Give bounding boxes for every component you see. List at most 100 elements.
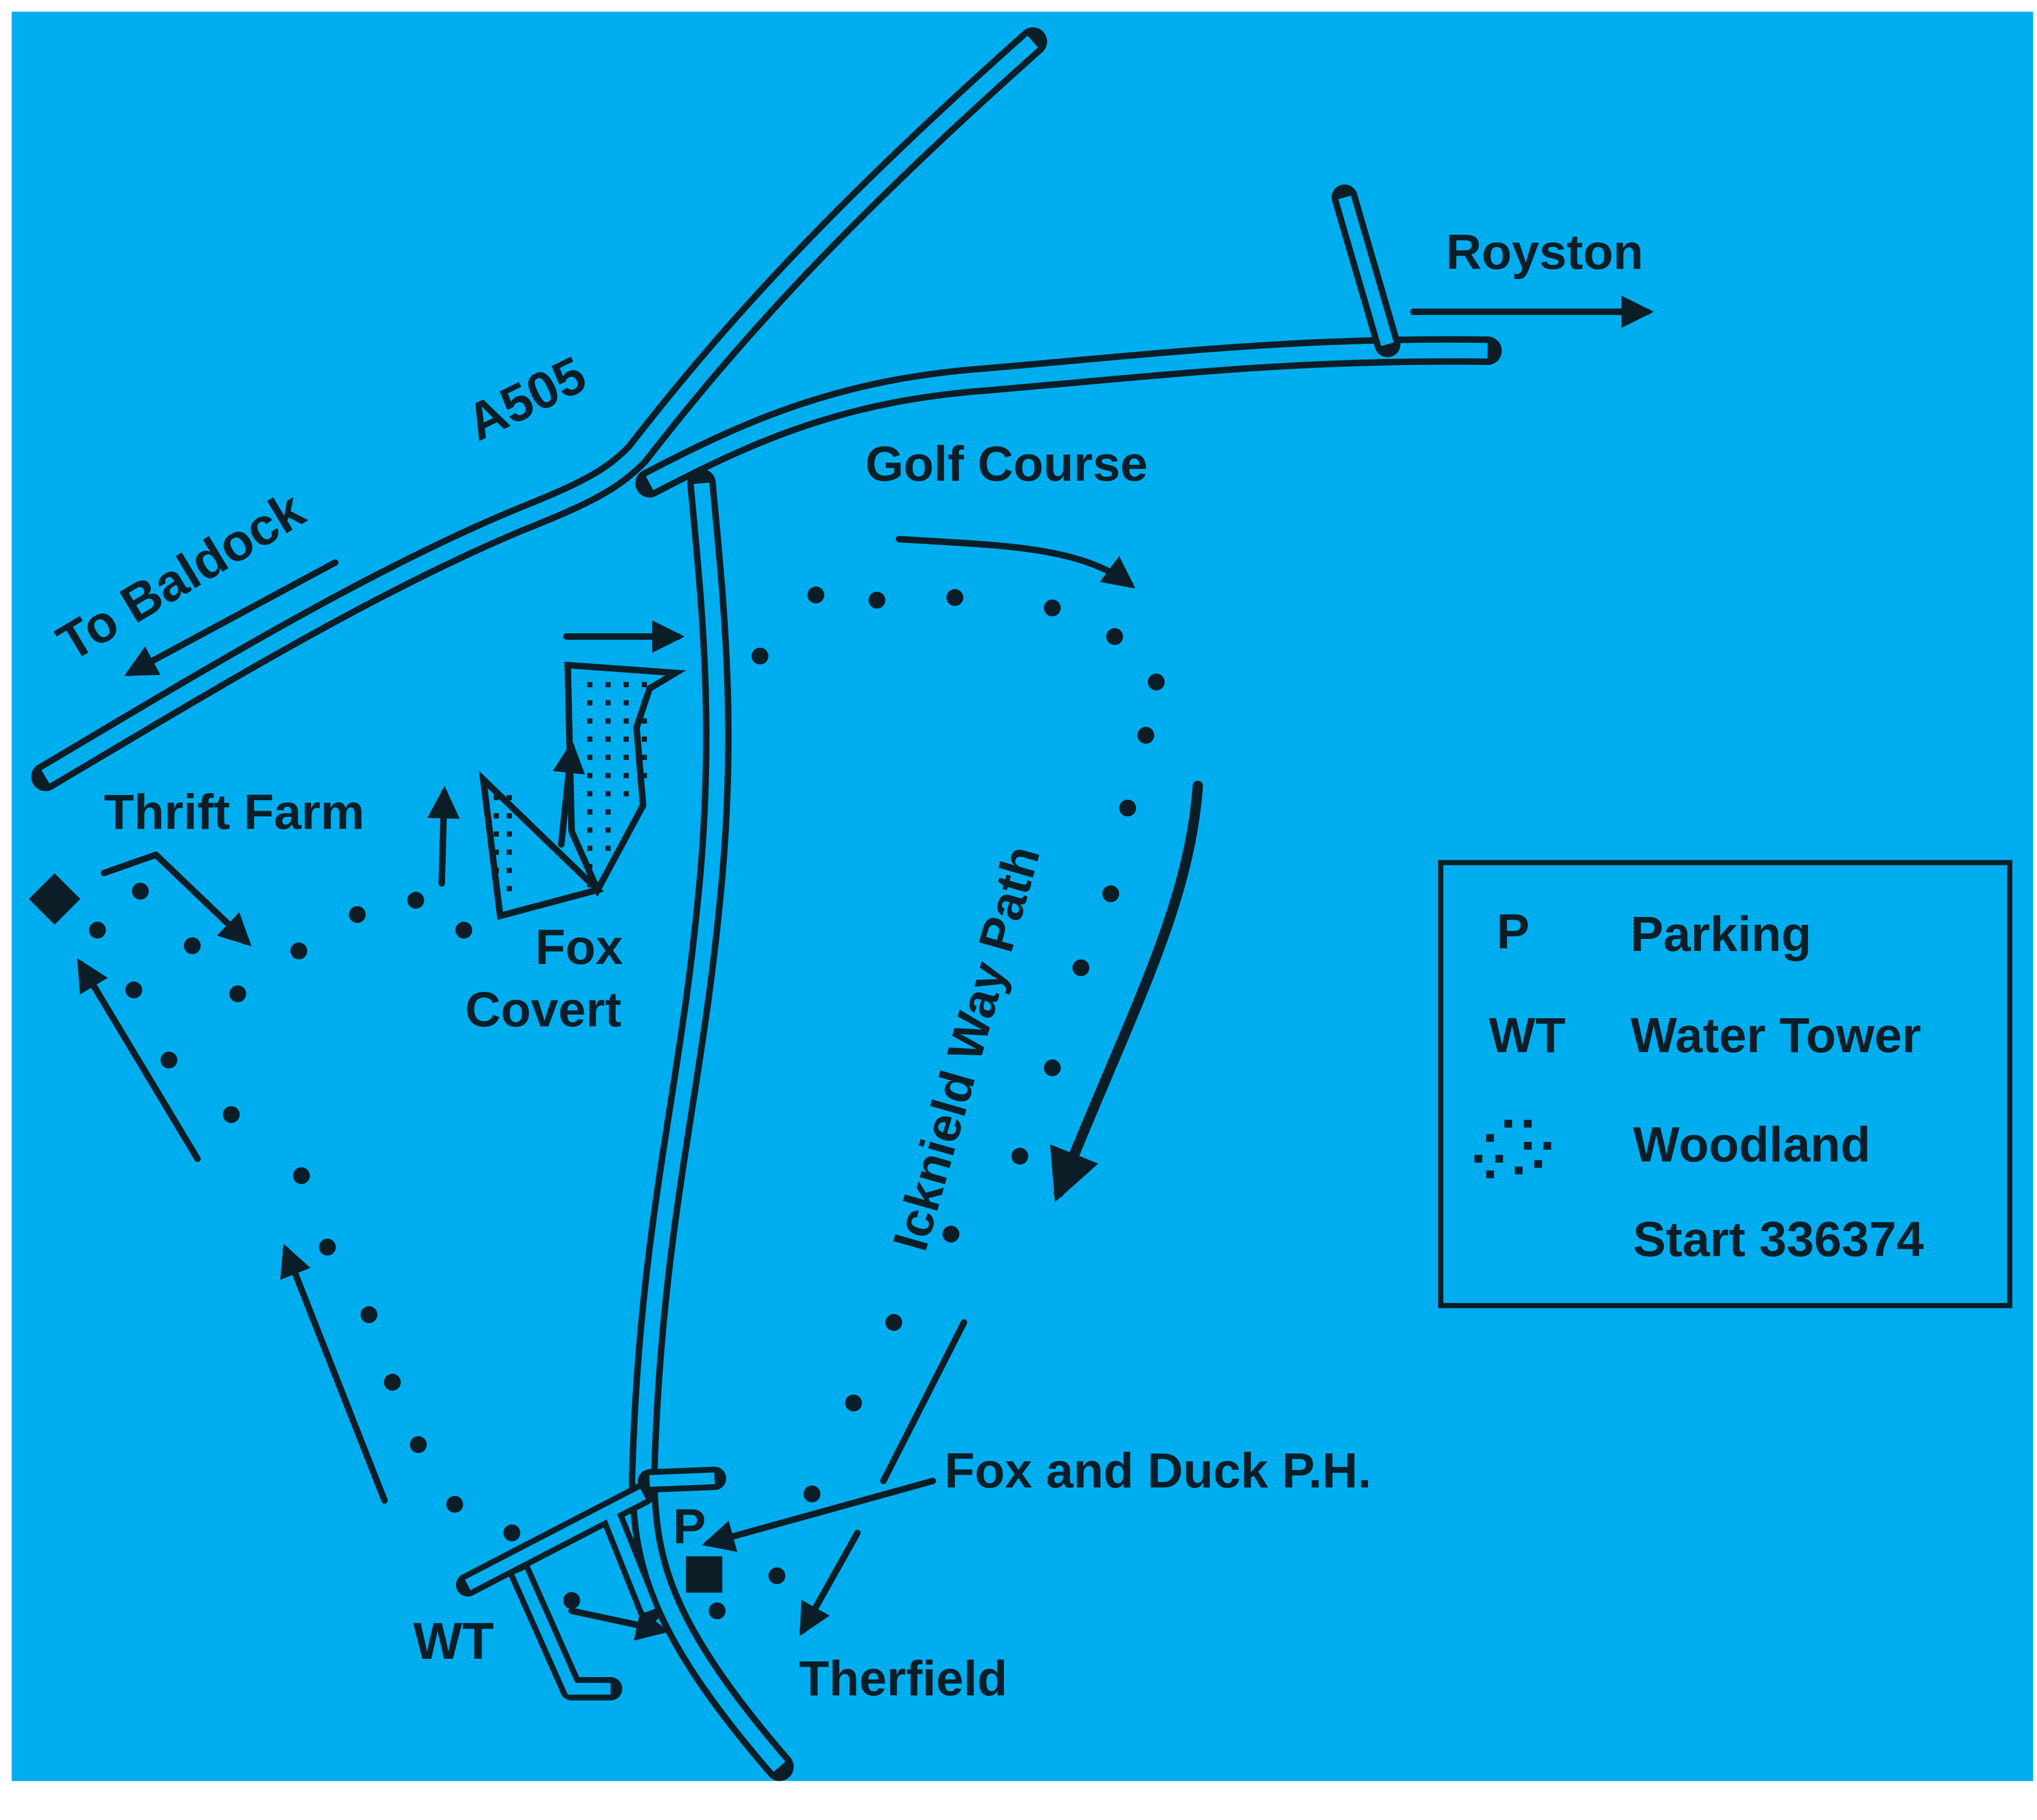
- arrow-golf: [895, 536, 1136, 589]
- arrow-foxduck: [701, 1477, 936, 1552]
- woodland-dot: [641, 700, 647, 706]
- arrow-baldock: [124, 559, 339, 677]
- route-dot: [845, 1394, 862, 1412]
- woodland-dot: [605, 700, 611, 706]
- road-royston: [635, 184, 1502, 498]
- route-dot: [751, 647, 769, 665]
- woodland-dot: [624, 754, 629, 760]
- legend-symbol-water-tower: WT: [1489, 1008, 1565, 1063]
- woodland-dot: [605, 718, 611, 724]
- route-dot: [868, 592, 885, 609]
- woodland-dot: [624, 700, 629, 706]
- woodland-icon: [1474, 1119, 1551, 1178]
- woodland-dot: [494, 813, 499, 818]
- route-dot: [319, 1238, 336, 1256]
- route-dot: [349, 906, 366, 923]
- woodland-dot: [587, 791, 593, 797]
- woodland-dot: [624, 718, 629, 724]
- route-dot: [184, 937, 201, 955]
- route-dot: [1137, 727, 1155, 744]
- woodland-dot: [507, 813, 512, 818]
- route-dot: [360, 1306, 378, 1323]
- route-dot: [1102, 885, 1119, 902]
- woodland-dot: [587, 737, 593, 742]
- route-dot: [1072, 959, 1089, 977]
- walking-route: [89, 586, 1165, 1620]
- woodland-dot: [587, 809, 593, 815]
- woodland-dot: [624, 682, 629, 688]
- route-dot: [1011, 1148, 1028, 1165]
- route-dot: [709, 1602, 726, 1620]
- legend: P Parking WT Water Tower Woodland Start …: [1438, 860, 2012, 1308]
- woodland-dot: [605, 791, 611, 797]
- route-dot: [807, 586, 824, 604]
- woodland-dot: [507, 867, 512, 873]
- route-dot: [131, 883, 149, 900]
- woodland-dot: [605, 737, 611, 742]
- route-dot: [1147, 673, 1165, 691]
- woodland-dot: [494, 831, 499, 837]
- woodland-dot: [587, 846, 593, 851]
- woodland-dot: [587, 827, 593, 833]
- label-thrift-farm: Thrift Farm: [104, 785, 364, 840]
- woodland-dot: [587, 718, 593, 724]
- route-dot: [89, 921, 106, 939]
- route-dot: [407, 891, 424, 909]
- legend-label-parking: Parking: [1631, 907, 1812, 962]
- woodland-dot: [494, 886, 499, 891]
- woodland-dot: [624, 791, 629, 797]
- route-dot: [1044, 599, 1061, 617]
- route-dot: [125, 981, 142, 998]
- woodland-dot: [641, 754, 647, 760]
- label-covert: Covert: [465, 982, 621, 1037]
- woodland-dot: [587, 773, 593, 778]
- woodland-dot: [605, 827, 611, 833]
- parking-marker: [686, 1556, 723, 1593]
- woodland-dot: [641, 737, 647, 742]
- woodland-dot: [624, 773, 629, 778]
- route-dot: [1106, 628, 1123, 645]
- route-dot: [503, 1524, 521, 1541]
- route-dot: [223, 1106, 240, 1123]
- legend-label-woodland: Woodland: [1633, 1117, 1871, 1172]
- woodland-dot: [605, 682, 611, 688]
- label-fox-and-duck: Fox and Duck P.H.: [944, 1443, 1371, 1498]
- route-dot: [384, 1373, 401, 1391]
- woodland-dot: [494, 795, 499, 801]
- route-dot: [410, 1436, 427, 1453]
- arrow-nw: [77, 958, 201, 1162]
- map-background: [11, 11, 2033, 1781]
- route-arrows: [77, 295, 1654, 1641]
- arrow-north-1: [427, 786, 460, 887]
- arrow-icknield: [1050, 780, 1203, 1202]
- legend-start-reference: Start 336374: [1633, 1212, 1924, 1267]
- route-dot: [946, 589, 964, 606]
- label-therfield: Therfield: [799, 1651, 1007, 1706]
- start-marker: [29, 873, 80, 925]
- route-dot: [768, 1567, 786, 1584]
- woodland-dot: [605, 846, 611, 851]
- legend-label-water-tower: Water Tower: [1631, 1008, 1921, 1063]
- arrow-therfield: [799, 1529, 861, 1636]
- route-dot: [803, 1485, 821, 1503]
- woodland-dot: [587, 754, 593, 760]
- route-dot: [160, 1051, 177, 1069]
- arrow-north-2: [553, 740, 585, 848]
- woodland-fox-covert: [478, 661, 686, 920]
- woodland-dot: [587, 864, 593, 870]
- woodland-dot: [605, 773, 611, 778]
- arrow-pointer-line: [880, 1319, 967, 1485]
- woodland-dot: [494, 849, 499, 855]
- route-dot: [942, 1225, 960, 1243]
- route-dot: [1119, 799, 1136, 817]
- road-therfield: [456, 469, 794, 1781]
- woodland-dot: [605, 809, 611, 815]
- woodland-dot: [641, 773, 647, 778]
- label-royston: Royston: [1446, 224, 1643, 280]
- route-dot: [446, 1496, 463, 1513]
- legend-symbol-parking: P: [1496, 904, 1529, 959]
- arrow-wt: [568, 1607, 669, 1641]
- route-dot: [293, 1167, 310, 1184]
- label-fox: Fox: [535, 920, 623, 975]
